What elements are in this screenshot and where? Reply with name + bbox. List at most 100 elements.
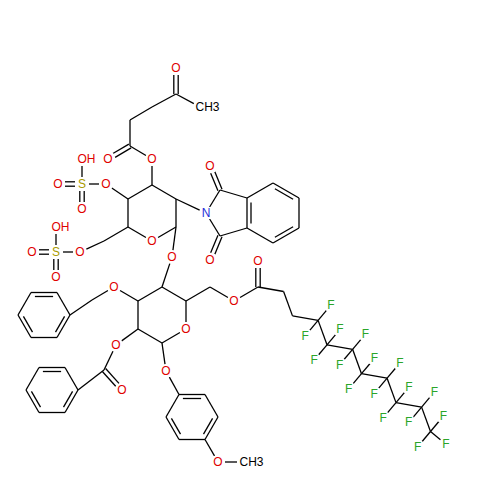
bond-line bbox=[176, 199, 200, 210]
atom-label: CH3 bbox=[195, 101, 221, 113]
bond-line bbox=[152, 94, 176, 107]
bond-line bbox=[387, 378, 396, 402]
bond-line bbox=[255, 268, 256, 287]
atom-label: OH bbox=[51, 221, 71, 233]
bond-line bbox=[203, 418, 212, 434]
bond-line bbox=[211, 173, 218, 191]
bond-line bbox=[362, 374, 388, 379]
bond-line bbox=[298, 198, 299, 228]
bond-line bbox=[35, 296, 53, 297]
atom-label: O bbox=[166, 251, 177, 263]
atom-label: F bbox=[430, 386, 439, 398]
bond-line bbox=[79, 191, 80, 202]
bond-line bbox=[318, 320, 327, 344]
bond-line bbox=[215, 237, 222, 255]
bond-line bbox=[260, 268, 261, 287]
bond-line bbox=[55, 316, 64, 332]
bond-line bbox=[92, 291, 108, 300]
bond-line bbox=[130, 146, 146, 155]
bond-line bbox=[55, 234, 56, 245]
bond-line bbox=[120, 291, 138, 301]
bond-line bbox=[388, 403, 396, 413]
atom-label: O bbox=[170, 62, 181, 74]
bond-line bbox=[81, 166, 82, 177]
bond-line bbox=[353, 349, 362, 373]
atom-label: O bbox=[252, 255, 263, 267]
bond-line bbox=[318, 310, 326, 320]
bond-line bbox=[284, 292, 293, 316]
bond-line bbox=[247, 183, 273, 198]
atom-label: F bbox=[301, 330, 310, 342]
atom-label: O bbox=[52, 178, 63, 190]
bond-line bbox=[205, 440, 214, 456]
atom-label: N bbox=[201, 207, 212, 219]
atom-label: O bbox=[100, 178, 111, 190]
bond-line bbox=[18, 293, 31, 316]
atom-label: O bbox=[146, 153, 157, 165]
atom-label: O bbox=[180, 323, 191, 335]
bond-line bbox=[210, 190, 220, 207]
atom-label: F bbox=[361, 328, 370, 340]
bond-line bbox=[162, 287, 186, 301]
atom-label: F bbox=[378, 412, 387, 424]
bond-line bbox=[112, 188, 128, 199]
bond-line bbox=[138, 287, 162, 301]
atom-label: F bbox=[404, 416, 413, 428]
bond-line bbox=[387, 368, 395, 378]
bond-line bbox=[65, 186, 75, 187]
bond-line bbox=[183, 398, 201, 399]
bond-line bbox=[84, 191, 85, 202]
bond-line bbox=[58, 259, 59, 270]
bond-line bbox=[185, 301, 186, 322]
bond-line bbox=[353, 339, 361, 349]
bond-line bbox=[63, 251, 73, 252]
bond-line bbox=[39, 367, 65, 368]
atom-label: O bbox=[108, 281, 119, 293]
bond-line bbox=[246, 198, 247, 228]
bond-line bbox=[173, 75, 174, 94]
bond-line bbox=[310, 320, 318, 330]
bond-line bbox=[39, 249, 49, 250]
atom-label: O bbox=[228, 295, 239, 307]
bond-line bbox=[422, 407, 431, 431]
bond-line bbox=[171, 418, 180, 434]
bond-line bbox=[31, 337, 57, 338]
bond-line bbox=[39, 254, 49, 255]
atom-label: O bbox=[102, 153, 113, 165]
bond-line bbox=[122, 329, 138, 341]
bond-line bbox=[23, 316, 32, 332]
bond-line bbox=[31, 292, 57, 293]
atom-label: F bbox=[439, 410, 448, 422]
atom-label: OH bbox=[77, 153, 97, 165]
bond-line bbox=[129, 120, 130, 146]
bond-line bbox=[53, 259, 54, 270]
atom-label: F bbox=[441, 438, 450, 450]
bond-line bbox=[344, 349, 352, 359]
bond-line bbox=[327, 345, 353, 350]
bond-line bbox=[130, 107, 152, 120]
atom-label: F bbox=[326, 299, 335, 311]
bond-line bbox=[162, 264, 170, 287]
bond-line bbox=[220, 228, 247, 236]
bond-line bbox=[275, 227, 293, 238]
bond-line bbox=[396, 403, 422, 408]
bond-line bbox=[31, 391, 40, 407]
atom-label: O bbox=[146, 235, 157, 247]
bond-line bbox=[431, 422, 439, 432]
bond-line bbox=[186, 287, 210, 301]
atom-label: O bbox=[160, 365, 171, 377]
atom-label: F bbox=[395, 357, 404, 369]
bond-line bbox=[138, 329, 162, 343]
bond-line bbox=[275, 189, 293, 200]
bond-line bbox=[89, 183, 99, 184]
bond-line bbox=[179, 439, 205, 440]
atom-label: O bbox=[50, 271, 61, 283]
atom-label: F bbox=[335, 359, 344, 371]
bond-line bbox=[128, 185, 152, 199]
bond-line bbox=[205, 395, 218, 418]
bond-line bbox=[362, 364, 370, 374]
bond-line bbox=[151, 166, 152, 185]
atom-label: S bbox=[51, 246, 61, 258]
